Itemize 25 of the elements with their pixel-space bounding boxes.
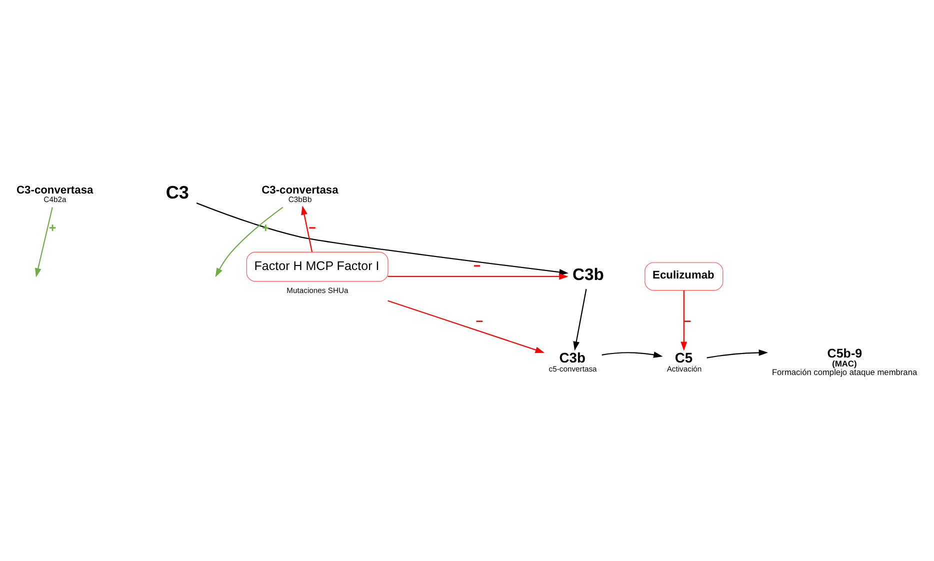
node-text: C3 [166, 182, 190, 202]
edge-label: − [473, 258, 481, 272]
node-box: Factor H MCP Factor I [246, 251, 388, 282]
node-text: C5b-9 (MAC) Formación complejo ataque membrana [772, 346, 918, 377]
arrow [196, 202, 568, 275]
node-label: Activación [666, 364, 702, 373]
node-text: C3b [572, 264, 604, 284]
edge-label: − [476, 314, 484, 328]
arrow [301, 205, 313, 252]
node-box: Eculizumab [644, 262, 724, 290]
node-text: C3b [559, 348, 586, 365]
node-text: C5 [674, 348, 693, 365]
arrow [602, 351, 663, 358]
arrow [388, 272, 568, 280]
node-text: C3-convertasa C4b2a [16, 184, 94, 204]
edge-label: + [48, 220, 56, 235]
arrow [34, 206, 53, 277]
node-label: c5-convertasa [548, 364, 597, 373]
arrow [573, 288, 587, 350]
arrow [388, 300, 545, 352]
arrow [215, 206, 284, 277]
edge-label: − [308, 220, 316, 235]
node-text: C3-convertasa C3bBb [262, 184, 338, 204]
node-label: Mutaciones SHUa [286, 286, 348, 295]
arrow [706, 348, 768, 358]
